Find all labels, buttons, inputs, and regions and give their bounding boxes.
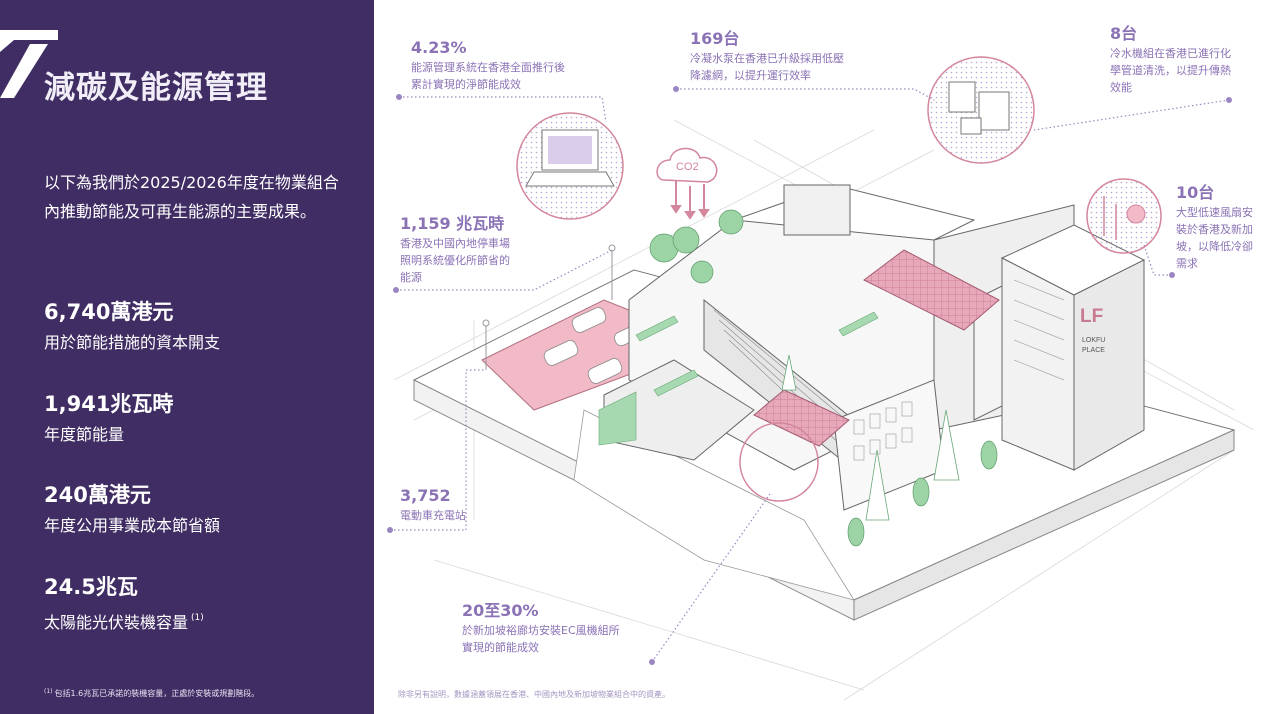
callout-desc-line: 能源管理系統在香港全面推行後: [411, 61, 565, 74]
trees: [649, 209, 998, 547]
footnote: (1)包括1.6兆瓦已承諾的裝機容量，正處於安裝或規劃階段。: [44, 688, 259, 699]
callout-desc-line: 效能: [1110, 81, 1132, 94]
callout-desc-line: 香港及中國內地停車場: [400, 237, 510, 250]
illustration-panel: LF LOKFU PLACE: [374, 0, 1275, 714]
stat-value: 240萬港元: [44, 483, 151, 507]
footnote-mark: (1): [44, 688, 53, 695]
callout-desc-line: 能源: [400, 271, 422, 284]
callout-fans: 10台 大型低速風扇安 裝於香港及新加 坡，以降低冷卻 需求: [1176, 183, 1272, 271]
callout-desc-line: 學管道清洗，以提升傳熱: [1110, 64, 1231, 77]
stat-energy-saved: 1,941兆瓦時 年度節能量: [44, 390, 173, 448]
stat-value: 1,941兆瓦時: [44, 392, 174, 416]
callout-desc-line: 實現的節能成效: [462, 641, 539, 654]
leader-dots: [387, 86, 1232, 665]
callout-value: 8台: [1110, 24, 1138, 43]
callout-desc-line: 裝於香港及新加: [1176, 223, 1253, 236]
callout-value: 169台: [690, 29, 740, 48]
callout-ec-fans: 20至30% 於新加坡裕廊坊安裝EC風機組所 實現的節能成效: [462, 601, 702, 655]
callout-value: 4.23%: [411, 38, 467, 57]
solar-panels: [753, 249, 1000, 447]
callout-desc-line: 冷水機組在香港已進行化: [1110, 47, 1231, 60]
co2-cloud-icon: [656, 147, 718, 220]
callout-desc-line: 需求: [1176, 257, 1198, 270]
callout-desc-line: 電動車充電站: [400, 509, 466, 522]
callout-value: 3,752: [400, 486, 451, 505]
stat-label: 年度公用事業成本節省額: [44, 516, 221, 535]
laptop-magnifier: [516, 112, 624, 220]
callout-energy-management: 4.23% 能源管理系統在香港全面推行後 累計實現的淨節能成效: [411, 38, 621, 92]
stat-solar: 24.5兆瓦 太陽能光伏裝機容量(1): [44, 573, 204, 636]
green-roofs: [598, 311, 879, 446]
leader-lines: [390, 88, 1230, 663]
callout-desc-line: 於新加坡裕廊坊安裝EC風機組所: [462, 624, 620, 637]
stat-label: 用於節能措施的資本開支: [44, 333, 221, 352]
intro-text: 以下為我們於2025/2026年度在物業組合內推動節能及可再生能源的主要成果。: [44, 173, 339, 221]
tower-name-line-2: PLACE: [1082, 347, 1105, 354]
callout-ev-chargers: 3,752 電動車充電站: [400, 486, 550, 523]
stat-value: 24.5兆瓦: [44, 575, 138, 599]
stat-capex: 6,740萬港元 用於節能措施的資本開支: [44, 298, 220, 356]
callout-chillers: 8台 冷水機組在香港已進行化 學管道清洗，以提升傳熱 效能: [1110, 24, 1260, 95]
callout-desc-line: 冷凝水泵在香港已升級採用低壓: [690, 52, 844, 65]
stat-label: 太陽能光伏裝機容量: [44, 613, 189, 632]
stat-value: 6,740萬港元: [44, 300, 174, 324]
tower-logo: LF: [1080, 306, 1103, 327]
summary-panel: 減碳及能源管理 以下為我們於2025/2026年度在物業組合內推動節能及可再生能…: [0, 0, 374, 714]
callout-value: 20至30%: [462, 601, 539, 620]
callout-desc-line: 降濾網，以提升運行效率: [690, 69, 811, 82]
callout-condenser-pumps: 169台 冷凝水泵在香港已升級採用低壓 降濾網，以提升運行效率: [690, 29, 900, 83]
callout-desc-line: 大型低速風扇安: [1176, 206, 1253, 219]
callout-value: 1,159 兆瓦時: [400, 214, 505, 233]
stat-cost-saved: 240萬港元 年度公用事業成本節省額: [44, 481, 220, 539]
page-title: 減碳及能源管理: [44, 70, 268, 106]
callout-desc-line: 坡，以降低冷卻: [1176, 240, 1253, 253]
callout-lighting: 1,159 兆瓦時 香港及中國內地停車場 照明系統優化所節省的 能源: [400, 214, 560, 285]
building-illustration: LF LOKFU PLACE: [387, 56, 1255, 701]
stat-label: 年度節能量: [44, 425, 125, 444]
footnote-text: 包括1.6兆瓦已承諾的裝機容量，正處於安裝或規劃階段。: [54, 689, 260, 698]
tower-building: [1000, 224, 1146, 471]
callout-desc-line: 累計實現的淨節能成效: [411, 78, 521, 91]
fan-magnifier: [1086, 178, 1162, 254]
callout-value: 10台: [1176, 183, 1215, 202]
data-scope-note: 除非另有說明，數據涵蓋領展在香港、中國內地及新加坡物業組合中的資產。: [398, 690, 670, 699]
chiller-magnifier: [927, 56, 1035, 164]
footnote-ref: (1): [191, 613, 204, 623]
ec-fan-magnifier: [739, 422, 819, 502]
tower-name-line-1: LOKFU: [1082, 337, 1105, 344]
brand-slash-icon: [0, 30, 58, 98]
callout-desc-line: 照明系統優化所節省的: [400, 254, 510, 267]
co2-label: CO2: [676, 161, 699, 173]
